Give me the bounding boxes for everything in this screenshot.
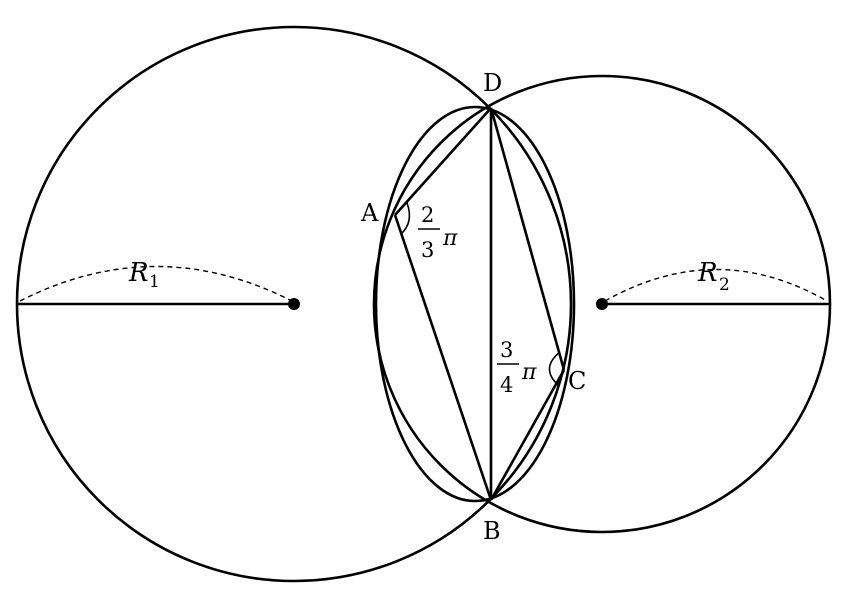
point-label-b: B bbox=[483, 517, 501, 545]
point-label-c: C bbox=[568, 367, 586, 395]
circle-r2 bbox=[372, 74, 832, 534]
circle-abcd bbox=[374, 105, 576, 503]
angle-arc-c bbox=[548, 351, 561, 386]
radius-r2-dashed-arc bbox=[604, 268, 828, 302]
angle-c-denominator: 4 bbox=[500, 373, 513, 397]
segment-ab bbox=[393, 214, 493, 501]
center-r1-dot bbox=[288, 298, 300, 310]
point-label-a: A bbox=[360, 199, 379, 227]
circle-r1 bbox=[15, 25, 573, 583]
center-r2-dot bbox=[596, 298, 608, 310]
angle-c-numerator: 3 bbox=[500, 338, 513, 362]
angle-a-numerator: 2 bbox=[421, 203, 434, 227]
angle-a-denominator: 3 bbox=[421, 238, 434, 262]
radius-label-r1-sub: 1 bbox=[149, 272, 160, 292]
segment-da bbox=[394, 107, 492, 216]
radius-label-r2: R bbox=[697, 258, 718, 288]
angle-a-pi: π bbox=[442, 226, 458, 251]
segment-cd bbox=[489, 107, 566, 371]
segment-bc bbox=[489, 369, 566, 501]
radius-label-r1: R bbox=[128, 258, 149, 288]
angle-arc-a bbox=[400, 202, 411, 235]
radius-r1-dashed-arc bbox=[19, 265, 293, 302]
point-label-d: D bbox=[483, 69, 502, 97]
radius-label-r2-sub: 2 bbox=[719, 275, 730, 295]
angle-c-pi: π bbox=[521, 360, 537, 385]
